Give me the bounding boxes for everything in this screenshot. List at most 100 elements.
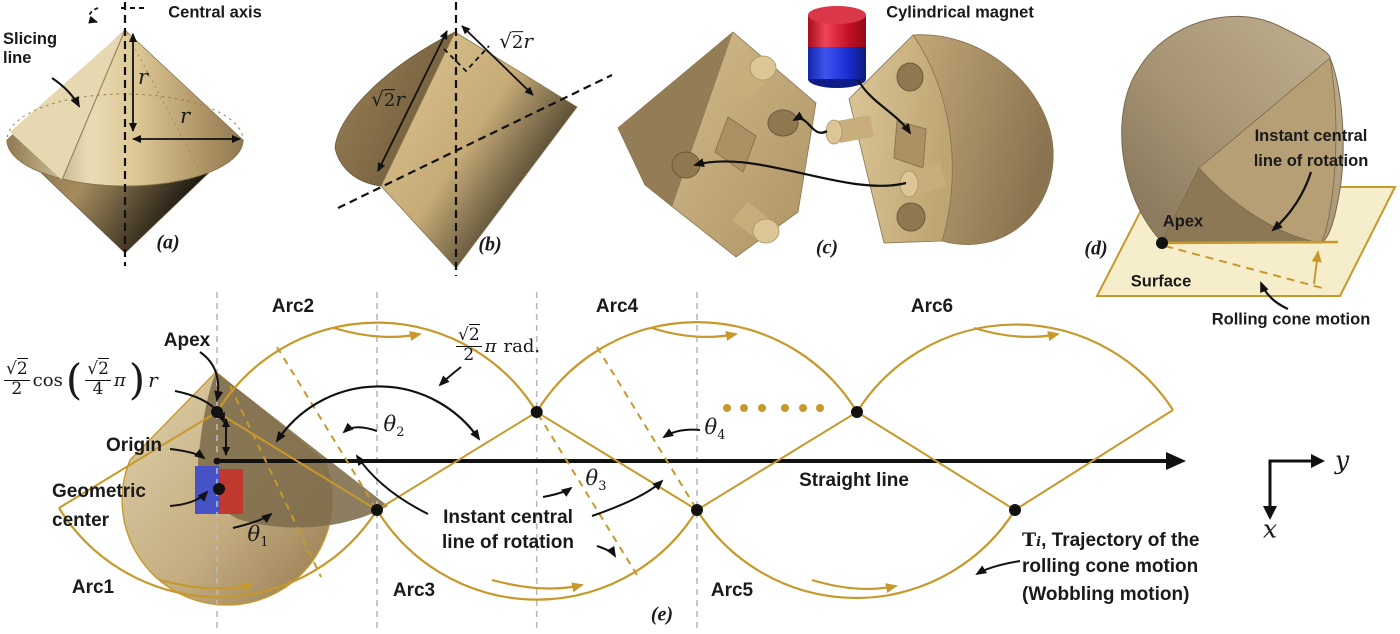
arc2-dir-arrow [333, 326, 422, 341]
slicing-line-edge [61, 29, 126, 181]
panel-a-art [6, 2, 244, 266]
arc4-path [535, 321, 858, 413]
sweep-angle-formula: √2 2 π rad. [456, 322, 540, 370]
instant-line-4 [596, 346, 698, 511]
panel-tag-b: (b) [478, 233, 502, 256]
peg-upper-cap [749, 55, 777, 81]
sqrt-sign: √ [371, 87, 384, 112]
cos-operator: cos [32, 369, 63, 391]
theta1-leader [232, 512, 273, 529]
panel-d-art [1095, 15, 1397, 311]
instant-line-3 [537, 413, 638, 576]
arc1-path [58, 507, 378, 599]
sqrt-r: r [395, 87, 405, 112]
panel-b-art [334, 2, 613, 276]
arc2-path [216, 321, 538, 413]
cylindrical-magnet [808, 6, 866, 88]
label-geometric: Geometric [52, 481, 146, 502]
peg-hole-arrow-1 [792, 111, 828, 134]
theta3-leader [542, 486, 573, 498]
slicing-leader-arrow [51, 77, 80, 108]
panel-c-art [617, 6, 1054, 258]
label-arc6: Arc6 [910, 296, 954, 318]
label-apex-e: Apex [163, 330, 211, 352]
apex-leader [199, 351, 224, 402]
gold-up-arrow [1311, 250, 1322, 285]
magnet-blue-half [808, 47, 866, 79]
sqrt-val: 2 [383, 89, 396, 112]
right-paren: ) [128, 355, 146, 405]
label-straight-line: Straight line [799, 470, 909, 492]
panel-tag-d: (d) [1084, 237, 1108, 260]
axes-corner [1268, 459, 1313, 508]
hole-lower-right-piece [896, 202, 926, 232]
peg-mid-right-body [836, 115, 874, 143]
instant-line-1 [229, 385, 322, 578]
axis-b-diagonal [337, 74, 613, 209]
panel-tag-a: (a) [156, 231, 180, 254]
rotation-arrow [88, 7, 99, 24]
sweep-angle-arc [275, 385, 481, 443]
frac-sqrt2-2-angle: √2 2 [456, 324, 482, 365]
label-rolling-cone-motion: Rolling cone motion [1211, 310, 1371, 329]
sqrt-r: r [523, 29, 533, 54]
magnet-top-cap [808, 6, 866, 24]
label-geometric-center: Geometric center [52, 477, 146, 535]
label-theta1: θ1 [247, 521, 269, 551]
label-cylindrical-magnet: Cylindrical magnet [886, 3, 1034, 22]
contact-line-gold [1161, 240, 1339, 245]
rolling-leader-arrow [1259, 281, 1289, 311]
label-axis-x: x [1262, 514, 1278, 544]
sqrt-val: 2 [511, 31, 524, 54]
arc3-dir-arrow [491, 578, 584, 593]
label-instant-central-e-1: Instant central [443, 507, 573, 528]
node-5 [851, 406, 863, 418]
left-paren: ( [65, 355, 83, 405]
label-trajectory-2: rolling cone motion [1022, 556, 1199, 577]
label-radius-vertical: r [137, 65, 149, 89]
label-instant-central-d: Instant central line of rotation [1254, 124, 1369, 174]
label-arc1: Arc1 [71, 577, 115, 599]
frac-sqrt2-4: √2 4 [85, 358, 111, 399]
leader-arrows-e [169, 351, 1021, 576]
label-slicing-line-1: Slicing [3, 30, 58, 48]
rad-unit: rad. [503, 335, 541, 357]
trajectory-arcs [58, 321, 1174, 601]
label-theta2: θ2 [383, 411, 405, 441]
label-radius-horizontal: r [179, 104, 191, 128]
pi-symbol: π [484, 335, 497, 357]
panel-tag-c: (c) [815, 236, 839, 259]
instant-leader-arrow-d [1271, 171, 1313, 232]
instant-line-2 [276, 346, 378, 511]
hole-upper-right-piece [896, 62, 924, 92]
label-central-axis: Central axis [168, 3, 262, 22]
continuation-dots [723, 404, 824, 412]
label-theta3: θ3 [585, 465, 607, 495]
arc6-path [856, 323, 1174, 413]
origin-leader [169, 448, 206, 460]
coordinate-axes [1268, 459, 1313, 508]
pi-symbol: π [113, 369, 126, 391]
apex-height-formula: √2 2 cos ( √2 4 π ) r [4, 354, 158, 406]
label-surface: Surface [1130, 272, 1192, 291]
instant-leader-left [355, 454, 429, 515]
label-instant-central-e-2: line of rotation [442, 532, 574, 553]
geo-center-leader [169, 490, 209, 507]
sqrt2r-left-arrow [377, 30, 448, 172]
trajectory-zigzag [58, 409, 1174, 512]
instant-leader-right [591, 479, 664, 517]
label-arc3: Arc3 [392, 580, 436, 602]
label-arc5: Arc5 [710, 580, 754, 602]
node-3 [530, 406, 543, 418]
arc1-dir-arrow [159, 578, 254, 593]
arc6-dir-arrow [973, 326, 1060, 341]
node-4 [691, 504, 703, 516]
node-6 [1009, 504, 1021, 516]
arc5-path [696, 509, 1016, 600]
apex-node [211, 406, 223, 418]
label-arc4: Arc4 [595, 296, 639, 318]
label-slicing-line: Slicing line [3, 30, 57, 68]
rotation-leader-down [596, 545, 617, 558]
label-trajectory-1: Ti, Trajectory of the [1022, 529, 1200, 551]
